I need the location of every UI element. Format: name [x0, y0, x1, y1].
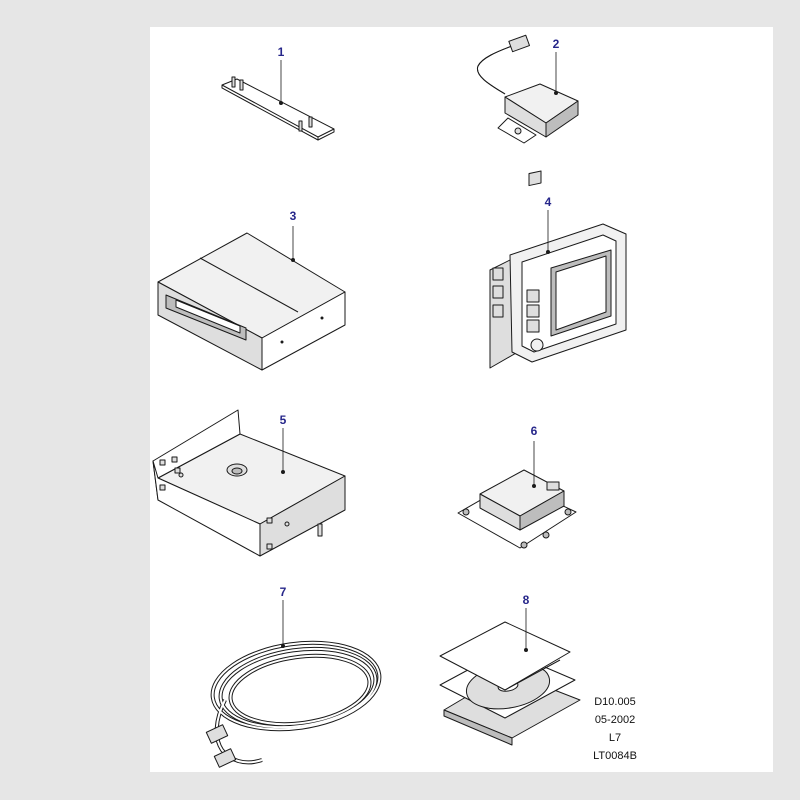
- callout-3: 3: [289, 209, 297, 223]
- mounting-plate-icon: [221, 60, 335, 141]
- reference-model: L7: [608, 732, 622, 744]
- callout-5: 5: [279, 413, 287, 427]
- callout-4: 4: [544, 195, 552, 209]
- callout-8: 8: [522, 593, 530, 607]
- map-disc-icon: [439, 608, 581, 746]
- reference-illustration: LT0084B: [593, 750, 637, 762]
- callout-7: 7: [279, 585, 287, 599]
- display-unit-icon: [489, 170, 627, 369]
- control-module-icon: [457, 441, 577, 549]
- navigation-computer-icon: [157, 226, 346, 371]
- callout-2: 2: [552, 37, 560, 51]
- gps-antenna-icon: [476, 34, 579, 144]
- reference-code: D10.005: [594, 696, 636, 708]
- reference-date: 05-2002: [594, 714, 636, 726]
- wiring-harness-icon: [205, 600, 382, 768]
- callout-6: 6: [530, 424, 538, 438]
- callout-1: 1: [277, 45, 285, 59]
- mounting-bracket-icon: [152, 409, 346, 557]
